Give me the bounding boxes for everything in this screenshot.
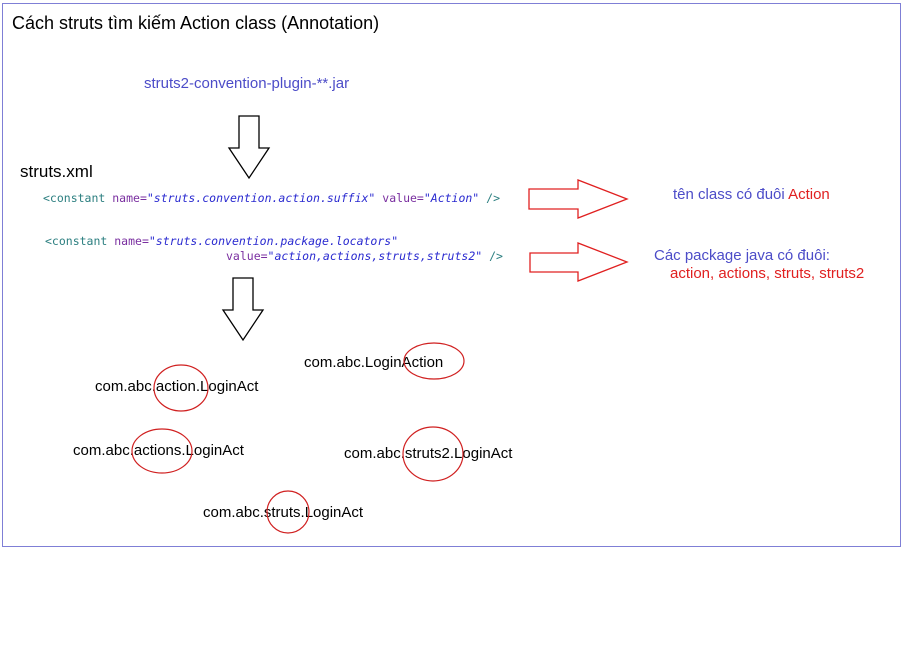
locators-description-line1: Các package java có đuôi:: [654, 247, 830, 264]
xml-tag-open: <constant: [45, 234, 108, 248]
highlight-circle-action-pkg: [153, 364, 209, 412]
diagram-frame: [2, 3, 901, 547]
constant-suffix-line: <constant name="struts.convention.action…: [43, 191, 500, 205]
suffix-description-highlight: Action: [788, 186, 830, 203]
xml-tag-close: />: [489, 249, 503, 263]
suffix-description-text: tên class có đuôi: [673, 186, 789, 203]
xml-attr-value-value: "action,actions,struts,struts2": [267, 249, 483, 263]
constant-locators-line1: <constant name="struts.convention.packag…: [45, 234, 398, 248]
xml-attr-name-value: "struts.convention.action.suffix": [146, 191, 376, 205]
plugin-jar-label: struts2-convention-plugin-**.jar: [144, 75, 350, 92]
suffix-description: tên class có đuôi Action: [673, 186, 830, 203]
xml-attr-name: name=: [114, 234, 149, 248]
xml-attr-value-value: "Action": [423, 191, 480, 205]
right-arrow-icon: [528, 179, 629, 219]
highlight-circle-actions-pkg: [131, 428, 193, 474]
highlight-circle-struts2-pkg: [402, 426, 464, 482]
down-arrow-icon: [221, 277, 265, 342]
example-class-actions-pkg: com.abc.actions.LoginAct: [73, 442, 244, 459]
example-class-struts-pkg: com.abc.struts.LoginAct: [203, 504, 364, 521]
locators-description-line2: action, actions, struts, struts2: [670, 265, 865, 282]
xml-attr-name-value: "struts.convention.package.locators": [148, 234, 399, 248]
xml-tag-open: <constant: [43, 191, 106, 205]
xml-attr-name: name=: [112, 191, 147, 205]
struts-xml-label: struts.xml: [20, 162, 93, 181]
highlight-circle-action-suffix: [403, 342, 465, 380]
constant-locators-line2: value="action,actions,struts,struts2" />: [226, 249, 503, 263]
example-class-loginaction: com.abc.LoginAction: [304, 354, 444, 371]
highlight-circle-struts-pkg: [266, 490, 310, 534]
down-arrow-icon: [227, 115, 271, 180]
example-class-action-pkg: com.abc.action.LoginAct: [95, 378, 259, 395]
right-arrow-icon: [529, 242, 629, 282]
example-class-struts2-pkg: com.abc.struts2.LoginAct: [344, 445, 513, 462]
diagram-title: Cách struts tìm kiếm Action class (Annot…: [12, 13, 380, 33]
xml-tag-close: />: [486, 191, 501, 205]
xml-attr-value: value=: [382, 191, 424, 205]
xml-attr-value: value=: [226, 249, 268, 263]
